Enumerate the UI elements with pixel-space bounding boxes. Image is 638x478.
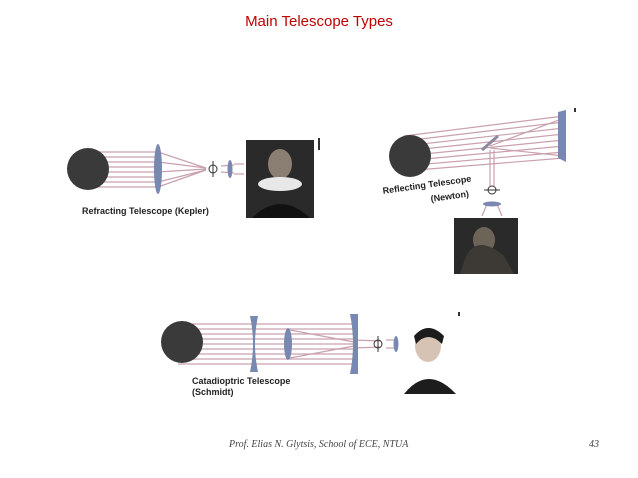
primary-mirror xyxy=(350,314,358,374)
objective-lens xyxy=(154,144,162,194)
eyepiece-lens xyxy=(393,336,399,352)
moon-icon xyxy=(161,321,203,363)
eye-icon xyxy=(208,161,218,177)
secondary-mirror xyxy=(481,134,499,152)
catadioptric-telescope-diagram xyxy=(161,312,460,394)
moon-icon xyxy=(389,135,431,177)
eyepiece-lens xyxy=(483,201,501,207)
eye-icon xyxy=(373,336,383,352)
eyepiece-lens xyxy=(227,160,233,178)
newton-portrait-icon xyxy=(454,218,518,274)
slide-footer: Prof. Elias N. Glytsis, School of ECE, N… xyxy=(229,439,409,450)
primary-mirror xyxy=(558,110,566,162)
refracting-telescope-diagram xyxy=(67,138,320,218)
catadioptric-caption-line1: Catadioptric Telescope xyxy=(192,376,291,386)
eye-icon xyxy=(484,185,500,195)
corrector-plate xyxy=(250,316,258,372)
reflecting-telescope-diagram xyxy=(389,108,576,274)
moon-icon xyxy=(67,148,109,190)
catadioptric-caption-line2: (Schmidt) xyxy=(192,387,234,397)
kepler-portrait-icon xyxy=(246,140,314,218)
catadioptric-caption: Catadioptric Telescope (Schmidt) xyxy=(192,376,290,398)
slide-title: Main Telescope Types xyxy=(245,13,393,30)
refracting-caption: Refracting Telescope (Kepler) xyxy=(82,206,209,216)
schmidt-portrait-icon xyxy=(404,320,456,394)
page-number: 43 xyxy=(589,439,599,450)
light-rays xyxy=(178,323,398,365)
correcting-lens xyxy=(284,328,292,360)
